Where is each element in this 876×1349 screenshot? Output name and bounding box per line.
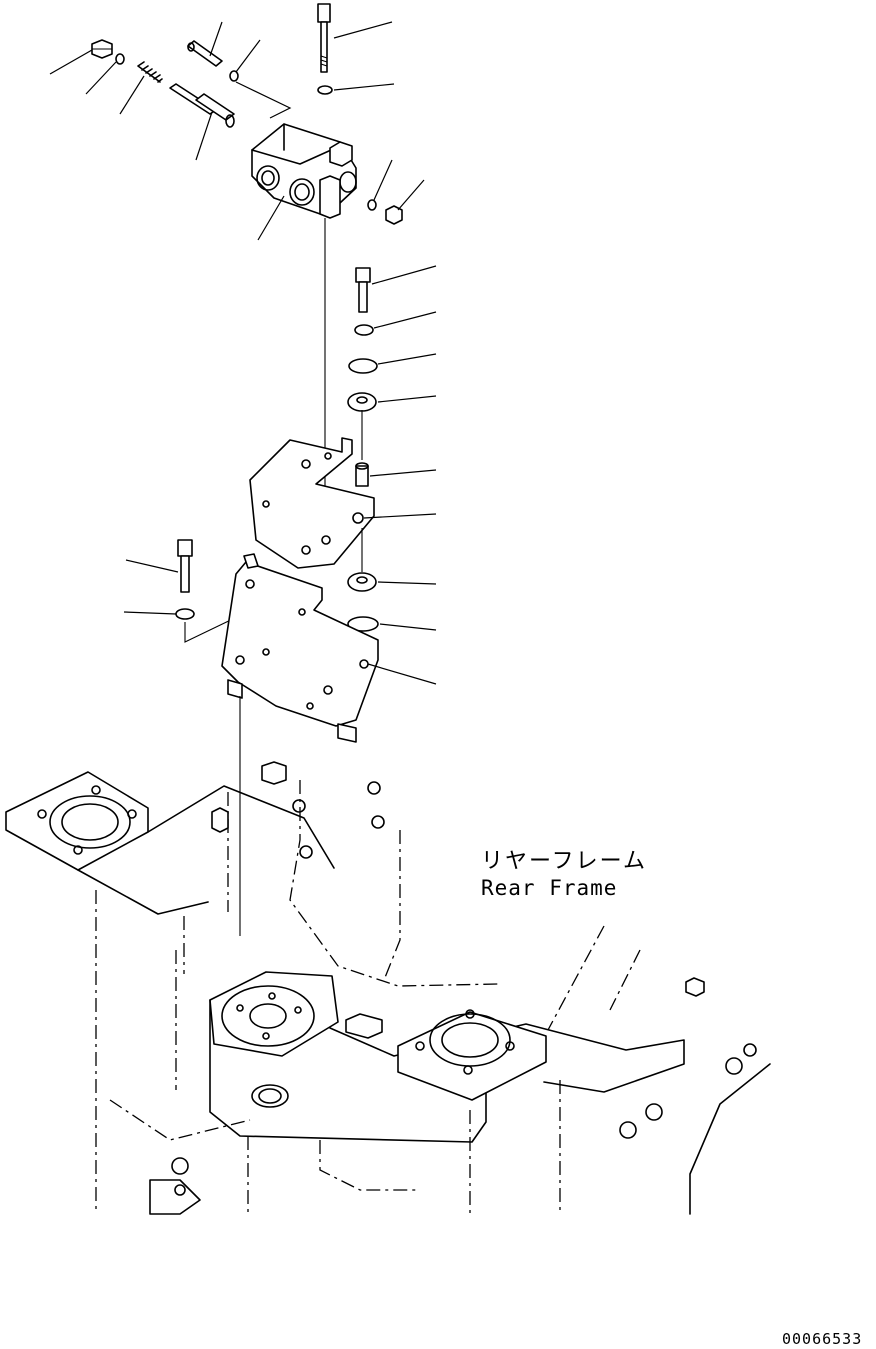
mounting-plate-lower	[221, 553, 379, 743]
rear-frame-label-japanese: リヤーフレーム	[481, 849, 648, 874]
rear-frame	[5, 761, 771, 1215]
bolt-top	[317, 3, 331, 73]
cushion-lower	[347, 572, 377, 592]
lock-washer	[354, 324, 374, 336]
o-ring-right	[367, 199, 377, 211]
o-ring-left	[115, 53, 125, 65]
bolt-bracket	[355, 267, 371, 313]
washer-top	[317, 85, 333, 95]
drawing-number: 00066533	[782, 1330, 863, 1348]
collar	[355, 462, 369, 487]
washer-lower	[347, 616, 379, 632]
flat-washer	[348, 358, 378, 374]
pin-top	[187, 40, 223, 67]
spool	[169, 83, 235, 128]
leader-lines	[49, 21, 437, 685]
bolt-left	[177, 539, 193, 593]
washer-left	[175, 608, 195, 620]
mounting-plate-upper	[249, 437, 375, 569]
plug-right	[385, 205, 403, 225]
cushion-upper	[347, 392, 377, 412]
rear-frame-label-english: Rear Frame	[481, 876, 618, 900]
plug-left	[91, 39, 113, 59]
spring	[137, 61, 163, 83]
valve-body	[251, 123, 357, 219]
o-ring-top	[229, 70, 239, 82]
